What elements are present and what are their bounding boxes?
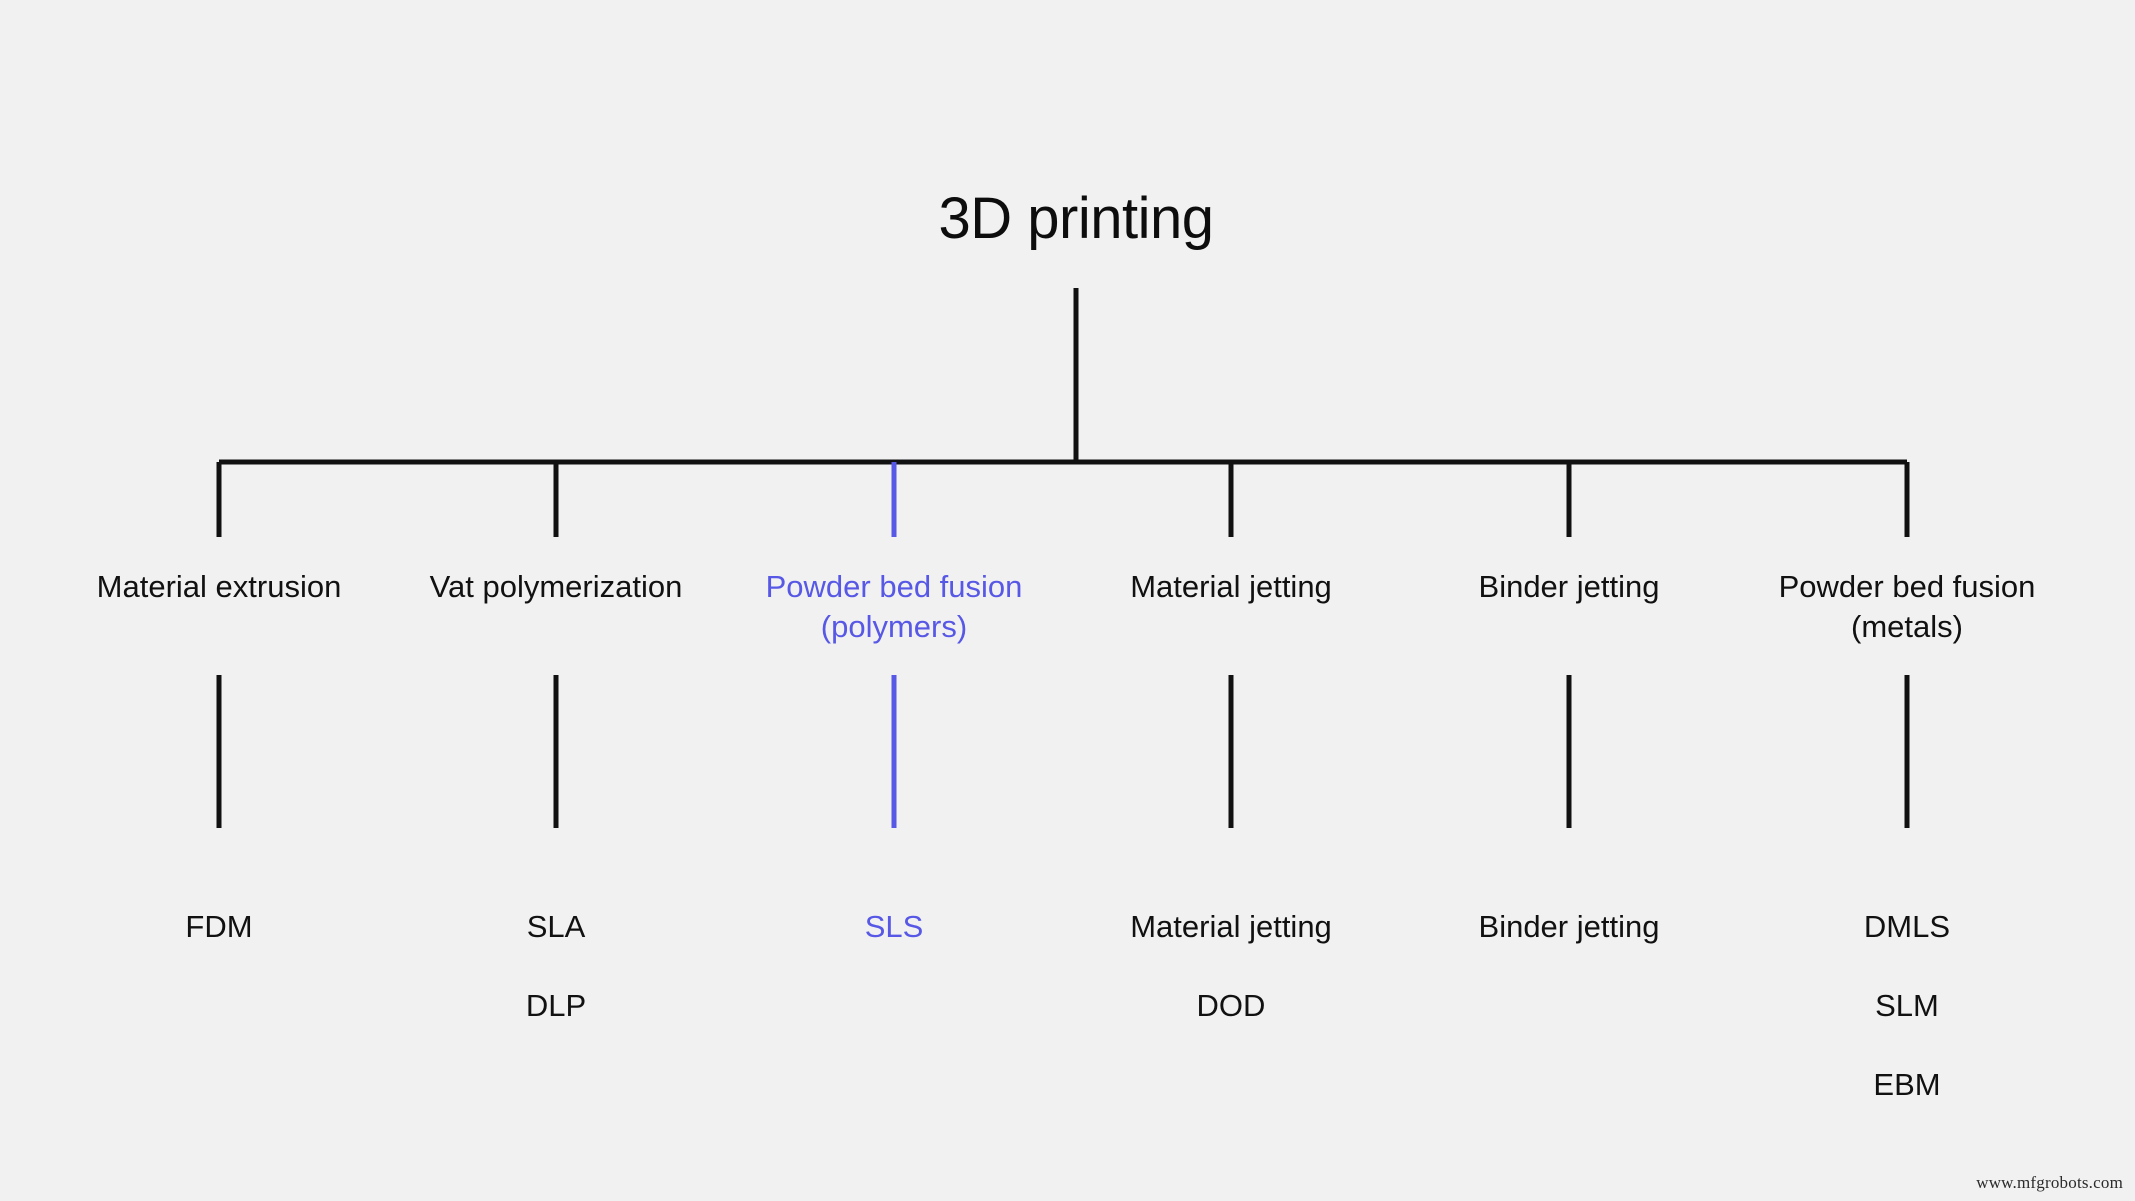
leaf-list-material-jetting: Material jetting DOD [1071,867,1391,1065]
leaf-node[interactable]: DLP [525,988,587,1024]
leaf-node[interactable]: FDM [185,908,253,944]
leaf-list-vat-polymerization: SLA DLP [396,867,716,1065]
leaf-node[interactable]: Material jetting [1130,908,1332,944]
leaf-list-powder-bed-fusion-metals: DMLS SLM EBM [1747,867,2067,1145]
site-watermark: www.mfgrobots.com [1976,1173,2123,1192]
root-node-label: 3D printing [938,186,1214,251]
leaf-node[interactable]: Binder jetting [1478,908,1660,944]
leaf-list-binder-jetting: Binder jetting [1409,867,1729,986]
category-node-binder-jetting[interactable]: Binder jetting [1478,569,1660,604]
category-node-material-jetting[interactable]: Material jetting [1130,569,1332,604]
category-node-powder-bed-fusion-polymers[interactable]: Powder bed fusion (polymers) [765,569,1023,644]
leaf-node[interactable]: SLS [864,908,924,944]
leaf-node[interactable]: DMLS [1863,908,1951,944]
leaf-node[interactable]: EBM [1873,1067,1941,1103]
leaf-node[interactable]: SLA [526,908,586,944]
category-node-material-extrusion[interactable]: Material extrusion [96,569,342,604]
leaf-node[interactable]: DOD [1196,988,1266,1024]
category-node-vat-polymerization[interactable]: Vat polymerization [429,569,683,604]
leaf-node[interactable]: SLM [1875,988,1939,1024]
category-node-powder-bed-fusion-metals[interactable]: Powder bed fusion (metals) [1778,569,2036,644]
leaf-list-material-extrusion: FDM [59,867,379,986]
leaf-list-powder-bed-fusion-polymers: SLS [734,867,1054,986]
